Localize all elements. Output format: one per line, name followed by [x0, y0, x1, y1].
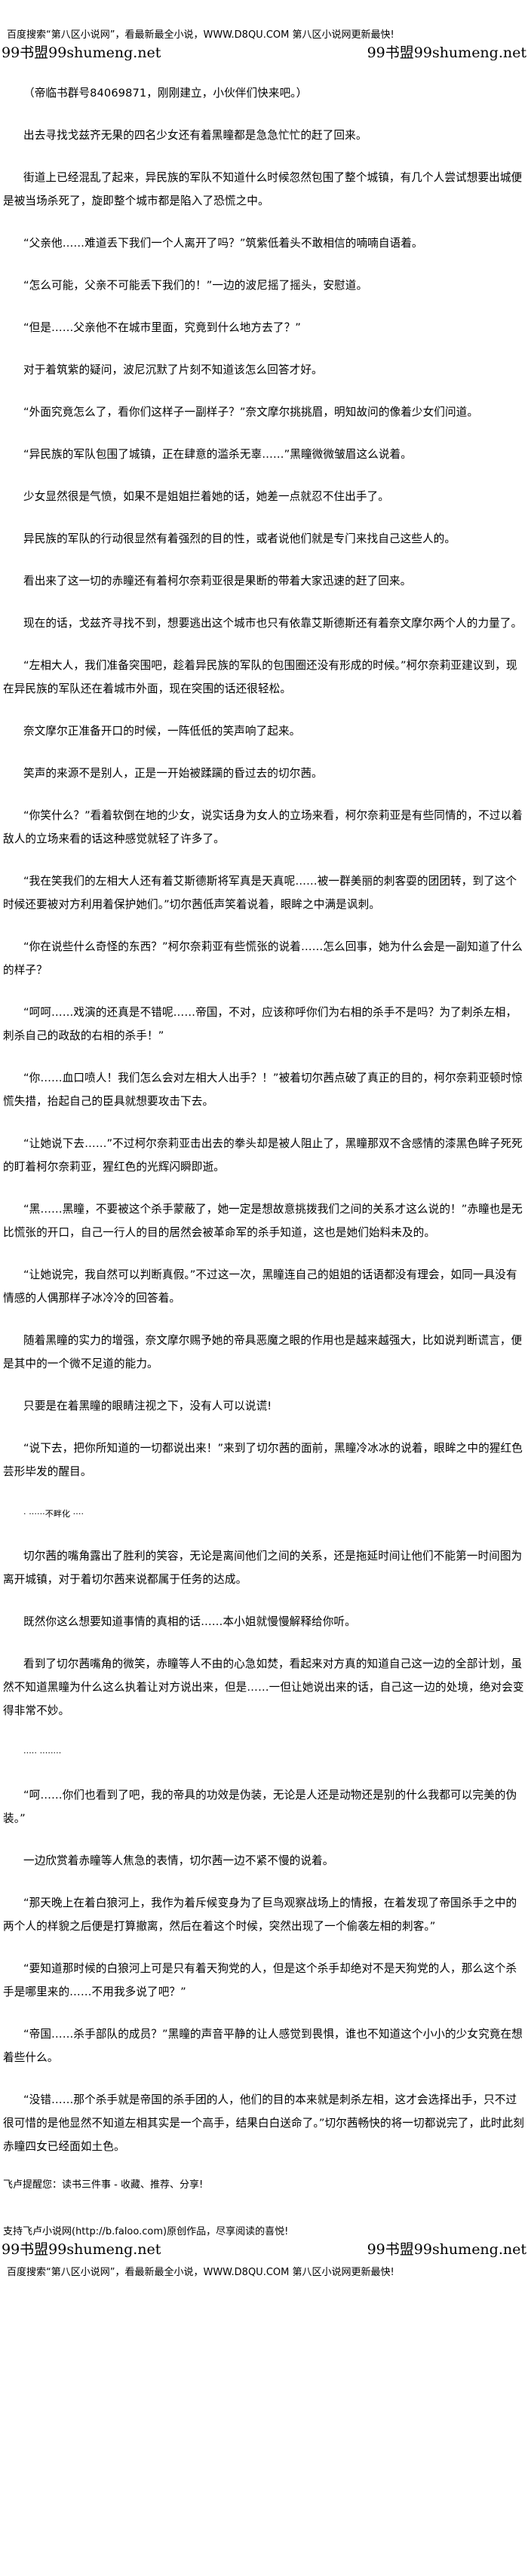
paragraph: “外面究竟怎么了，看你们这样子一副样子？”奈文摩尔挑挑眉，明知故问的像着少女们问… [23, 406, 479, 419]
paragraph: “异民族的军队包围了城镇，正在肆意的滥杀无辜……”黑瞳微微皱眉这么说着。 [23, 448, 412, 461]
paragraph: “帝国……杀手部队的成员？”黑瞳的声音平静的让人感觉到畏惧，谁也不知道这个小小的… [3, 2028, 523, 2064]
paragraph: 切尔茜的嘴角露出了胜利的笑容，无论是离间他们之间的关系，还是拖延时间让他们不能第… [3, 1550, 523, 1586]
watermark-right: 99书盟99shumeng.net [367, 2241, 526, 2258]
paragraph: 少女显然很是气愤，如果不是姐姐拦着她的话，她差一点就忍不住出手了。 [23, 490, 389, 503]
paragraph: 既然你这么想要知道事情的真相的话……本小姐就慢慢解释给你听。 [23, 1615, 356, 1628]
paragraph: 看出来了这一切的赤瞳还有着柯尔奈莉亚很是果断的带着大家迅速的赶了回来。 [23, 575, 412, 587]
watermark-row: 99书盟99shumeng.net 99书盟99shumeng.net [0, 44, 528, 62]
paragraph: 笑声的来源不是别人，正是一开始被蹂躏的昏过去的切尔茜。 [23, 767, 323, 780]
paragraph: （帝临书群号84069871，刚刚建立，小伙伴们快来吧。） [23, 87, 308, 100]
paragraph: “你在说些什么奇怪的东西？”柯尔奈莉亚有些慌张的说着……怎么回事，她为什么会是一… [3, 940, 523, 977]
paragraph: 异民族的军队的行动很显然有着强烈的目的性，或者说他们就是专门来找自己这些人的。 [23, 532, 456, 545]
paragraph: “让她说完，我自然可以判断真假。”不过这一次，黑瞳连自己的姐姐的话语都没有理会，… [3, 1268, 517, 1305]
paragraph: “要知道那时候的白狼河上可是只有着天狗党的人，但是这个杀手却绝对不是天狗党的人，… [3, 1962, 517, 1998]
watermark-right: 99书盟99shumeng.net [367, 44, 526, 61]
paragraph: “说下去，把你所知道的一切都说出来！”来到了切尔茜的面前，黑瞳冷冰冰的说着，眼眸… [3, 1442, 523, 1478]
paragraph: “没错……那个杀手就是帝国的杀手团的人，他们的目的本来就是刺杀左相，这才会选择出… [3, 2093, 524, 2153]
paragraph: · ······不畔化 ···· [23, 1509, 84, 1519]
paragraph: 只要是在着黑瞳的眼睛注视之下，没有人可以说谎! [23, 1400, 272, 1412]
paragraph: 一边欣赏着赤瞳等人焦急的表情，切尔茜一边不紧不慢的说着。 [23, 1854, 334, 1867]
paragraph: 街道上已经混乱了起来，异民族的军队不知道什么时候忽然包围了整个城镇，有几个人尝试… [3, 171, 523, 207]
reminder-text: 飞卢提醒您：读书三件事 - 收藏、推荐、分享! [3, 2179, 204, 2191]
paragraph: “但是……父亲他不在城市里面，究竟到什么地方去了？” [23, 321, 301, 334]
watermark-left: 99书盟99shumeng.net [2, 44, 161, 61]
watermark-left: 99书盟99shumeng.net [2, 2241, 161, 2258]
paragraph: “让她说下去……”不过柯尔奈莉亚击出去的拳头却是被人阻止了，黑瞳那双不含感情的漆… [3, 1137, 523, 1173]
paragraph: 现在的话，戈兹齐寻找不到，想要逃出这个城市也只有依靠艾斯德斯还有着奈文摩尔两个人… [23, 617, 523, 630]
paragraph: “呵呵……戏演的还真是不错呢……帝国，不对，应该称呼你们为右相的杀手不是吗？为了… [3, 1006, 517, 1042]
paragraph: 对于着筑紫的疑问，波尼沉默了片刻不知道该怎么回答才好。 [23, 363, 323, 376]
paragraph: “那天晚上在着白狼河上，我作为着斥候变身为了巨鸟观察战场上的情报，在着发现了帝国… [3, 1897, 517, 1933]
paragraph: “黑……黑瞳，不要被这个杀手蒙蔽了，她一定是想故意挑拨我们之间的关系才这么说的！… [3, 1203, 523, 1239]
site-ad-banner: 百度搜索“第八区小说网”，看最新最全小说，WWW.D8QU.COM 第八区小说网… [7, 29, 394, 41]
paragraph: “左相大人，我们准备突围吧，趁着异民族的军队的包围圈还没有形成的时候。”柯尔奈莉… [3, 659, 517, 695]
paragraph: “父亲他……难道丢下我们一个人离开了吗？”筑紫低着头不敢相信的喃喃自语着。 [23, 237, 423, 250]
chapter-content: （帝临书群号84069871，刚刚建立，小伙伴们快来吧。） 出去寻找戈兹齐无果的四… [0, 62, 528, 2158]
paragraph: “怎么可能，父亲不可能丢下我们的！”一边的波尼摇了摇头，安慰道。 [23, 279, 368, 292]
paragraph: 出去寻找戈兹齐无果的四名少女还有着黑瞳都是急急忙忙的赶了回来。 [23, 129, 367, 142]
footer: 飞卢提醒您：读书三件事 - 收藏、推荐、分享! 支持飞卢小说网(http://b… [0, 2177, 528, 2240]
footer-watermark-row: 99书盟99shumeng.net 99书盟99shumeng.net [0, 2240, 528, 2259]
paragraph: “你笑什么？”看着软倒在地的少女，说实话身为女人的立场来看，柯尔奈莉亚是有些同情… [3, 809, 523, 845]
paragraph: 奈文摩尔正准备开口的时候，一阵低低的笑声响了起来。 [23, 725, 301, 738]
paragraph: “你……血口喷人！我们怎么会对左相大人出手？！”被着切尔茜点破了真正的目的，柯尔… [3, 1072, 523, 1108]
paragraph: “我在笑我们的左相大人还有着艾斯德斯将军真是天真呢……被一群美丽的刺客耍的团团转… [3, 875, 517, 911]
paragraph: ····· ········ [23, 1748, 62, 1758]
paragraph: 看到了切尔茜嘴角的微笑，赤瞳等人不由的心急如焚，看起来对方真的知道自己这一边的全… [3, 1658, 524, 1717]
paragraph: “呵……你们也看到了吧，我的帝具的功效是伪装，无论是人还是动物还是别的什么我都可… [3, 1789, 517, 1825]
footer-ad-banner: 百度搜索“第八区小说网”，看最新最全小说，WWW.D8QU.COM 第八区小说网… [7, 2267, 394, 2278]
paragraph: 随着黑瞳的实力的增强，奈文摩尔赐予她的帝具恶魔之眼的作用也是越来越强大，比如说判… [3, 1334, 523, 1370]
support-text: 支持飞卢小说网(http://b.faloo.com)原创作品，尽享阅读的喜悦! [3, 2226, 289, 2237]
